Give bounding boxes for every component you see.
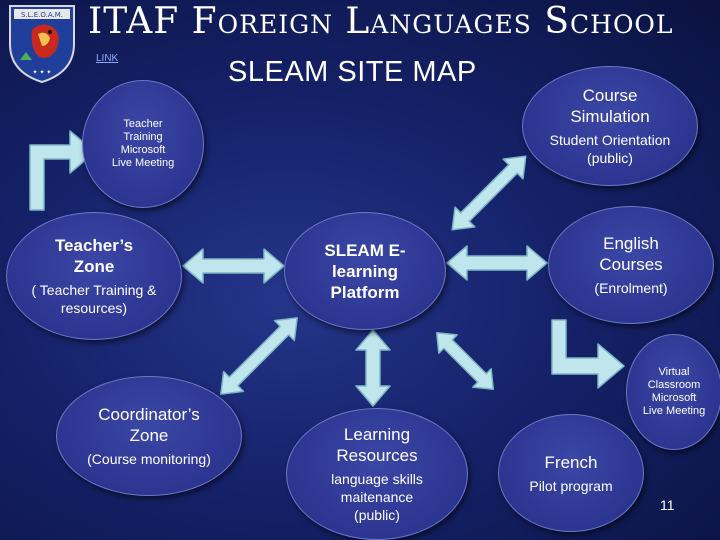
virtual-classroom-line2: Classroom — [647, 379, 701, 391]
page-number: 11 — [660, 497, 675, 513]
french-subtitle: Pilot program — [529, 477, 613, 494]
school-logo: S.L.E.O.A.M. ✦ ✦ ✦ — [9, 5, 75, 84]
english-courses-title: English Courses — [599, 234, 663, 274]
site-map-title: SLEAM SITE MAP — [228, 56, 477, 88]
school-title: ITAF Foreign Languages School — [88, 1, 674, 42]
virtual-classroom-line4: Live Meeting — [642, 405, 706, 417]
bent-arrow-virtual-classroom — [551, 319, 625, 389]
node-english-courses[interactable]: English Courses (Enrolment) — [548, 206, 714, 324]
teachers-zone-title: Teacher’s Zone — [54, 236, 134, 276]
teacher-training-line2: Training — [123, 131, 163, 143]
course-simulation-title: Course Simulation — [570, 86, 650, 126]
link[interactable]: LINK — [96, 53, 119, 64]
teacher-training-line3: Microsoft — [120, 144, 166, 156]
arrow-platform-course-simulation — [451, 155, 527, 231]
arrow-platform-french — [435, 331, 495, 391]
coordinators-zone-title: Coordinator’s Zone — [98, 405, 200, 445]
learning-resources-subtitle: language skills maitenance (public) — [331, 471, 423, 523]
node-teachers-zone[interactable]: Teacher’s Zone ( Teacher Training & reso… — [6, 212, 182, 340]
bent-arrow-teacher-training — [29, 130, 96, 211]
node-course-simulation[interactable]: Course Simulation Student Orientation (p… — [522, 66, 698, 186]
english-courses-subtitle: (Enrolment) — [594, 280, 668, 296]
arrow-platform-resources — [355, 329, 391, 407]
sleam-platform-title: SLEAM E-learning Platform — [324, 240, 406, 302]
teacher-training-line1: Teacher — [123, 118, 163, 130]
node-sleam-platform[interactable]: SLEAM E-learning Platform — [284, 212, 446, 330]
arrow-platform-coordinator — [220, 317, 298, 395]
learning-resources-title: Learning Resources — [336, 425, 418, 465]
node-virtual-classroom[interactable]: Virtual Classroom Microsoft Live Meeting — [626, 334, 720, 450]
virtual-classroom-line1: Virtual — [658, 366, 690, 378]
arrow-teacher-platform — [182, 248, 285, 284]
teachers-zone-subtitle: ( Teacher Training & resources) — [31, 282, 157, 316]
virtual-classroom-line3: Microsoft — [651, 392, 697, 404]
course-simulation-subtitle: Student Orientation (public) — [549, 132, 671, 166]
node-french[interactable]: French Pilot program — [498, 414, 644, 532]
french-title: French — [544, 452, 598, 472]
node-coordinators-zone[interactable]: Coordinator’s Zone (Course monitoring) — [56, 376, 242, 496]
svg-text:S.L.E.O.A.M.: S.L.E.O.A.M. — [21, 11, 63, 19]
coordinators-zone-subtitle: (Course monitoring) — [87, 451, 211, 467]
svg-text:✦ ✦ ✦: ✦ ✦ ✦ — [33, 69, 52, 76]
node-learning-resources[interactable]: Learning Resources language skills maite… — [286, 408, 468, 540]
teacher-training-line4: Live Meeting — [111, 157, 175, 169]
arrow-platform-english — [446, 245, 548, 281]
node-teacher-training[interactable]: Teacher Training Microsoft Live Meeting — [82, 80, 204, 208]
